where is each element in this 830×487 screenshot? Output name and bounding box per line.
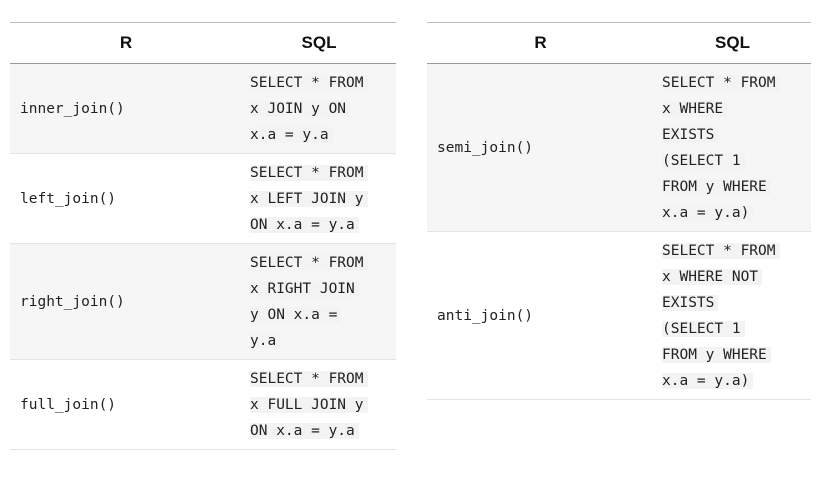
- r-function-cell: anti_join(): [427, 231, 654, 400]
- sql-line: x JOIN y ON: [250, 101, 351, 117]
- sql-line: ON x.a = y.a: [250, 423, 359, 439]
- table-header-row: R SQL: [10, 22, 396, 64]
- table-row: anti_join() SELECT * FROM x WHERE NOT EX…: [427, 231, 811, 400]
- sql-line: y ON x.a =: [250, 307, 342, 323]
- sql-line: x LEFT JOIN y: [250, 191, 368, 207]
- sql-code-cell: SELECT * FROM x RIGHT JOIN y ON x.a = y.…: [242, 243, 396, 360]
- table-row: inner_join() SELECT * FROM x JOIN y ON x…: [10, 63, 396, 154]
- table-row: full_join() SELECT * FROM x FULL JOIN y …: [10, 359, 396, 450]
- sql-line: SELECT * FROM: [250, 75, 368, 91]
- r-sql-join-table-left: R SQL inner_join() SELECT * FROM x JOIN …: [10, 22, 396, 450]
- column-header-sql: SQL: [715, 33, 750, 52]
- sql-line: (SELECT 1: [662, 153, 745, 169]
- sql-line: x.a = y.a: [250, 127, 333, 143]
- sql-line: SELECT * FROM: [250, 165, 368, 181]
- sql-line: FROM y WHERE: [662, 347, 771, 363]
- r-sql-join-table-right: R SQL semi_join() SELECT * FROM x WHERE …: [427, 22, 811, 400]
- r-function-cell: semi_join(): [427, 63, 654, 232]
- sql-line: x RIGHT JOIN: [250, 281, 359, 297]
- sql-code-cell: SELECT * FROM x WHERE NOT EXISTS (SELECT…: [654, 231, 811, 400]
- sql-line: SELECT * FROM: [250, 371, 368, 387]
- r-function-cell: inner_join(): [10, 63, 242, 154]
- table-row: semi_join() SELECT * FROM x WHERE EXISTS…: [427, 63, 811, 232]
- sql-line: x WHERE NOT: [662, 269, 763, 285]
- sql-code-cell: SELECT * FROM x FULL JOIN y ON x.a = y.a: [242, 359, 396, 450]
- sql-line: SELECT * FROM: [250, 255, 368, 271]
- sql-line: SELECT * FROM: [662, 243, 780, 259]
- r-function-cell: full_join(): [10, 359, 242, 450]
- sql-line: x.a = y.a): [662, 205, 754, 221]
- sql-code-cell: SELECT * FROM x JOIN y ON x.a = y.a: [242, 63, 396, 154]
- sql-line: ON x.a = y.a: [250, 217, 359, 233]
- r-function-cell: right_join(): [10, 243, 242, 360]
- sql-line: x FULL JOIN y: [250, 397, 368, 413]
- table-row: left_join() SELECT * FROM x LEFT JOIN y …: [10, 153, 396, 244]
- table-header-row: R SQL: [427, 22, 811, 64]
- r-function-cell: left_join(): [10, 153, 242, 244]
- sql-line: EXISTS: [662, 295, 719, 311]
- column-header-sql: SQL: [301, 33, 337, 52]
- table-row: right_join() SELECT * FROM x RIGHT JOIN …: [10, 243, 396, 360]
- sql-line: SELECT * FROM: [662, 75, 780, 91]
- column-header-r: R: [119, 33, 133, 52]
- column-header-r: R: [534, 33, 547, 52]
- sql-line: (SELECT 1: [662, 321, 745, 337]
- sql-line: y.a: [250, 333, 281, 349]
- sql-code-cell: SELECT * FROM x LEFT JOIN y ON x.a = y.a: [242, 153, 396, 244]
- sql-line: x.a = y.a): [662, 373, 754, 389]
- sql-code-cell: SELECT * FROM x WHERE EXISTS (SELECT 1 F…: [654, 63, 811, 232]
- sql-line: EXISTS: [662, 127, 719, 143]
- sql-line: FROM y WHERE: [662, 179, 771, 195]
- sql-line: x WHERE: [662, 101, 728, 117]
